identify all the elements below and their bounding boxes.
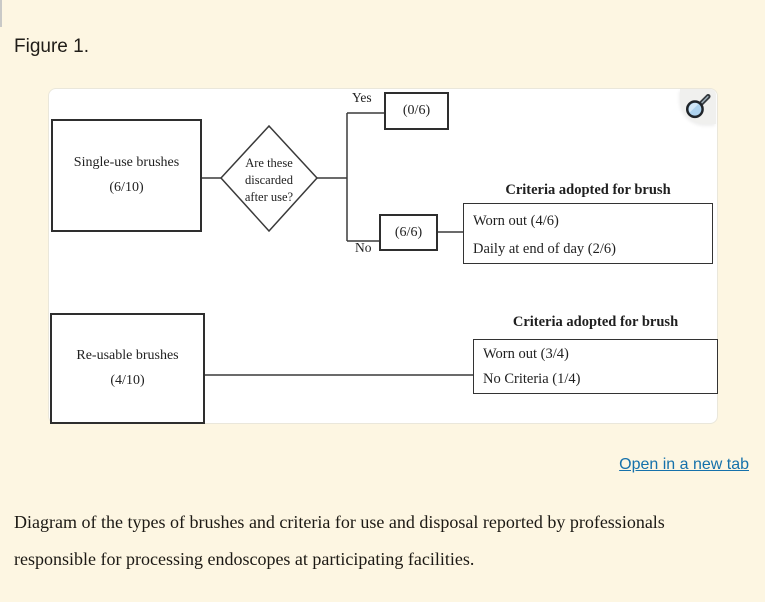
decision-diamond-text: Are these discarded after use? <box>217 155 321 206</box>
magnifier-icon <box>686 93 711 118</box>
criteria-row: Daily at end of day (2/6) <box>473 241 616 257</box>
open-in-new-tab-link[interactable]: Open in a new tab <box>619 456 749 473</box>
single-use-criteria-box: Worn out (4/6) Daily at end of day (2/6) <box>463 203 713 264</box>
decision-line-1: Are these <box>245 156 293 170</box>
figure-panel: Single-use brushes (6/10) Are these disc… <box>48 88 718 424</box>
no-result-box: (6/6) <box>379 214 438 251</box>
yes-result-box: (0/6) <box>384 92 449 130</box>
single-use-label: Single-use brushes <box>73 155 180 170</box>
criteria-row: Worn out (3/4) <box>483 346 569 362</box>
criteria-row: Worn out (4/6) <box>473 213 559 229</box>
reusable-criteria-box: Worn out (3/4) No Criteria (1/4) <box>473 339 718 394</box>
scrollbar-fragment <box>0 0 2 27</box>
figure-title: Figure 1. <box>14 36 89 57</box>
reusable-label: Re-usable brushes <box>76 348 179 363</box>
zoom-figure-button[interactable] <box>680 89 716 124</box>
reusable-count: (4/10) <box>110 373 145 388</box>
single-use-criteria-heading: Criteria adopted for brush <box>505 182 671 198</box>
single-use-count: (6/10) <box>109 180 144 195</box>
yes-result-count: (0/6) <box>402 103 431 118</box>
no-result-count: (6/6) <box>394 224 423 240</box>
flowchart-connectors <box>202 112 473 376</box>
no-branch-label: No <box>355 240 372 255</box>
figure-caption: Diagram of the types of brushes and crit… <box>14 512 665 569</box>
single-use-brushes-box: Single-use brushes (6/10) <box>51 119 202 232</box>
decision-line-3: after use? <box>244 190 294 204</box>
reusable-criteria-heading: Criteria adopted for brush <box>512 314 679 330</box>
reusable-brushes-box: Re-usable brushes (4/10) <box>50 313 205 424</box>
decision-line-2: discarded <box>245 173 293 187</box>
yes-branch-label: Yes <box>352 90 372 105</box>
criteria-row: No Criteria (1/4) <box>483 371 581 387</box>
decision-diamond-shape <box>219 124 319 233</box>
